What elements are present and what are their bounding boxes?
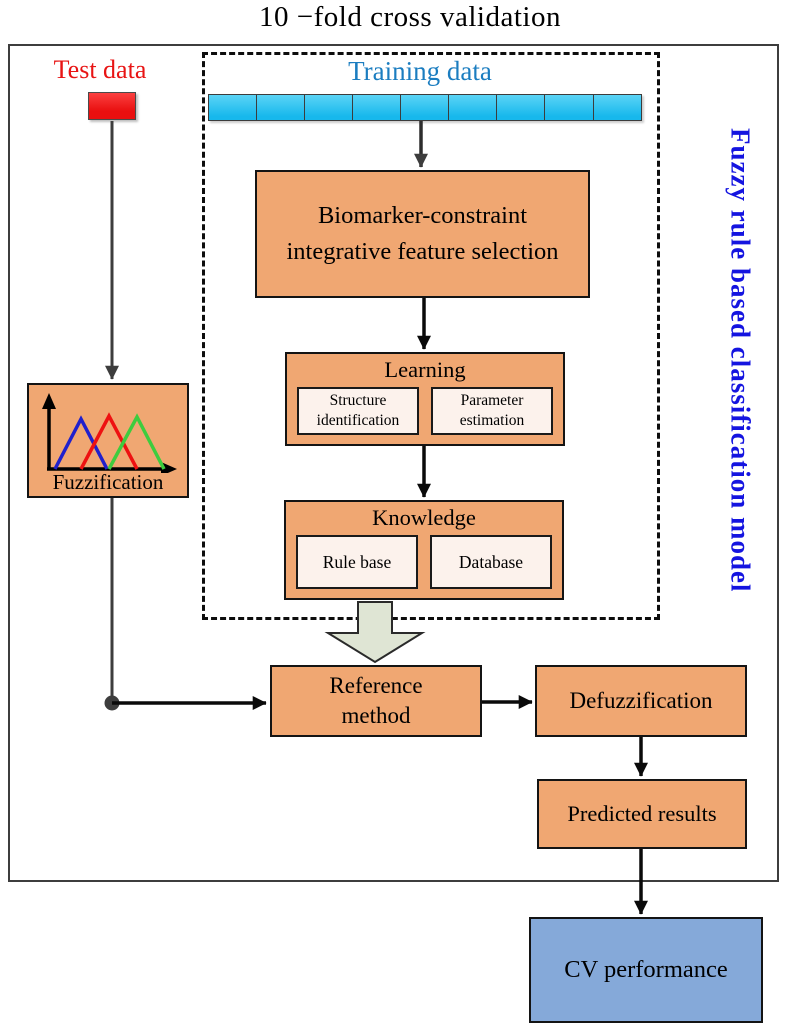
database-box: Database: [430, 535, 552, 589]
model-outer-frame: [8, 44, 779, 882]
feature-selection-box: Biomarker-constraint integrative feature…: [255, 170, 590, 298]
training-data-label: Training data: [348, 56, 492, 86]
training-data-segment: [448, 94, 498, 121]
training-pipeline-frame: [202, 52, 660, 620]
diagram-title: 10 −fold cross validation: [259, 1, 561, 33]
training-data-segment: [544, 94, 594, 121]
fuzzification-label: Fuzzification: [52, 470, 164, 494]
defuzzification-box: Defuzzification: [535, 665, 747, 737]
membership-curve-red: [79, 412, 139, 470]
reference-method-label: Reference method: [329, 673, 423, 728]
test-data-label: Test data: [53, 55, 147, 84]
training-data-segment: [496, 94, 546, 121]
knowledge-subrow: Rule base Database: [286, 531, 562, 598]
training-data-segment: [592, 94, 643, 121]
training-data-segment: [208, 94, 258, 121]
test-data-rect: [88, 92, 136, 120]
cv-performance-box: CV performance: [529, 917, 763, 1023]
knowledge-box: Knowledge Rule base Database: [284, 500, 564, 600]
structure-identification-box: Structure identification: [297, 387, 419, 436]
learning-title: Learning: [384, 357, 466, 382]
training-data-segment: [400, 94, 450, 121]
training-data-bar: [208, 94, 643, 121]
reference-method-box: Reference method: [270, 665, 482, 737]
fuzzification-box: Fuzzification: [27, 383, 189, 498]
training-data-segment: [352, 94, 402, 121]
rule-base-box: Rule base: [296, 535, 418, 589]
training-data-segment: [256, 94, 306, 121]
membership-curve-green: [107, 413, 166, 470]
learning-subrow: Structure identification Parameter estim…: [287, 383, 563, 444]
training-data-segment: [304, 94, 354, 121]
membership-functions-chart: [42, 393, 177, 473]
model-side-label: Fuzzy rule based classification model: [725, 127, 756, 593]
learning-box: Learning Structure identification Parame…: [285, 352, 565, 446]
knowledge-title: Knowledge: [372, 505, 476, 530]
parameter-estimation-box: Parameter estimation: [431, 387, 553, 436]
membership-curve-blue: [53, 415, 109, 470]
predicted-results-box: Predicted results: [537, 779, 747, 849]
